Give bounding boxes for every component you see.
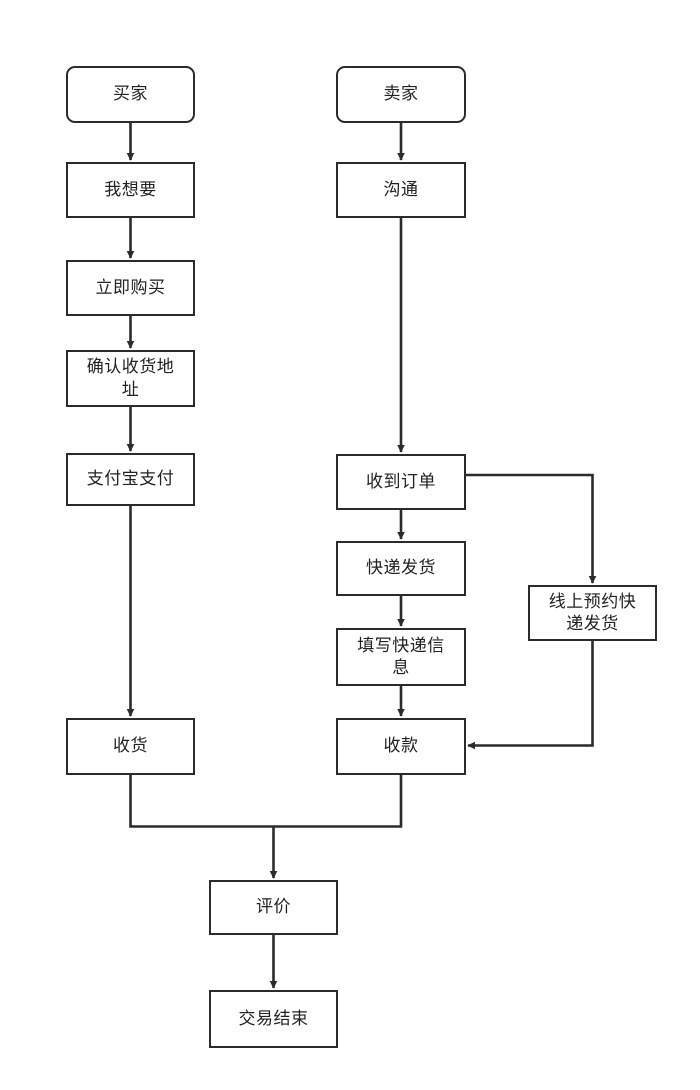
node-i-want[interactable]: 我想要 (66, 162, 195, 218)
node-alipay-pay-label: 支付宝支付 (86, 469, 175, 490)
edge-onlinebooking-to-receivepayment (467, 641, 594, 750)
node-receive-goods[interactable]: 收货 (66, 718, 195, 775)
node-receive-payment[interactable]: 收款 (336, 718, 466, 775)
edge-receivepayment-merge (273, 775, 403, 828)
node-review[interactable]: 评价 (209, 880, 338, 935)
node-online-booking-express-label: 线上预约快 递发货 (548, 591, 637, 634)
edge-orderreceived-to-onlinebooking (466, 473, 597, 584)
node-express-ship[interactable]: 快递发货 (336, 541, 466, 596)
node-order-received-label: 收到订单 (366, 471, 436, 492)
node-seller-label: 卖家 (383, 84, 419, 105)
node-alipay-pay[interactable]: 支付宝支付 (66, 453, 195, 506)
node-buy-now[interactable]: 立即购买 (66, 260, 195, 316)
node-receive-payment-label: 收款 (383, 736, 419, 757)
node-communicate[interactable]: 沟通 (336, 162, 466, 218)
node-express-ship-label: 快递发货 (366, 558, 436, 579)
node-buyer-label: 买家 (113, 84, 148, 105)
node-deal-finished[interactable]: 交易结束 (209, 990, 338, 1048)
node-receive-goods-label: 收货 (113, 736, 148, 757)
node-review-label: 评价 (256, 897, 291, 918)
edge-receivegoods-merge (129, 775, 274, 828)
node-seller[interactable]: 卖家 (336, 66, 466, 123)
node-fill-express-info[interactable]: 填写快递信 息 (336, 628, 466, 686)
node-confirm-address[interactable]: 确认收货地 址 (66, 350, 195, 407)
node-fill-express-info-label: 填写快递信 息 (357, 635, 445, 678)
node-deal-finished-label: 交易结束 (238, 1008, 309, 1029)
node-buy-now-label: 立即购买 (95, 277, 166, 298)
node-online-booking-express[interactable]: 线上预约快 递发货 (528, 585, 657, 641)
node-buyer[interactable]: 买家 (66, 66, 195, 123)
node-i-want-label: 我想要 (104, 179, 157, 200)
node-order-received[interactable]: 收到订单 (336, 454, 466, 510)
node-confirm-address-label: 确认收货地 址 (86, 357, 175, 400)
node-communicate-label: 沟通 (383, 179, 419, 200)
